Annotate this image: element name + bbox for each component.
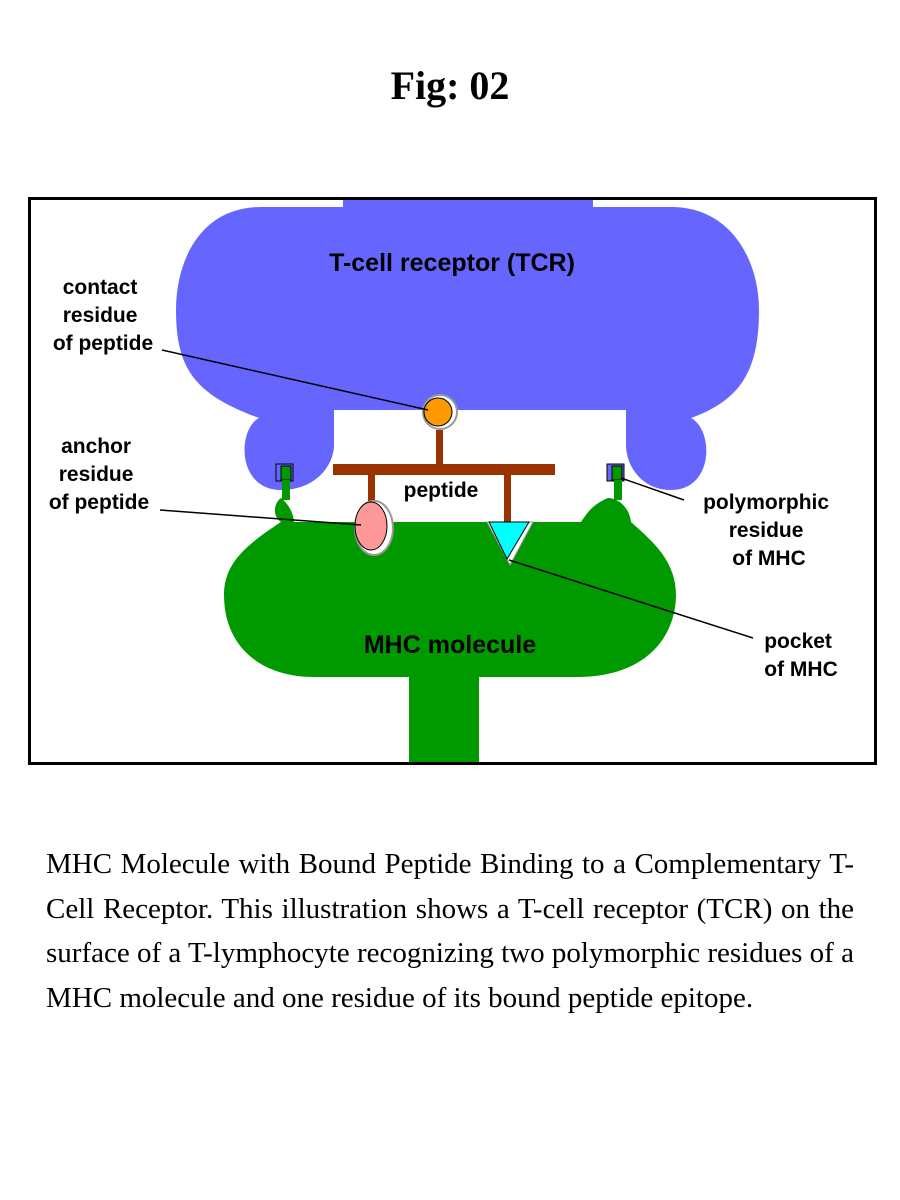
mhc-polymorphic-residue-left-stem [282, 480, 290, 500]
peptide-pocket-stem [504, 475, 511, 523]
mhc-tcr-diagram: T-cell receptor (TCR) MHC molecule pepti… [49, 200, 838, 762]
peptide-anchor-stem [368, 475, 375, 510]
leader-anchor-residue [159, 509, 362, 526]
peptide-backbone [333, 464, 555, 475]
anchor-residue-label-line: of peptide [49, 491, 149, 514]
mhc-pocket [488, 521, 530, 561]
polymorphic-residue-label-line: residue [729, 519, 804, 542]
mhc-shape [224, 498, 676, 762]
anchor-residue [354, 501, 388, 551]
diagram-frame: T-cell receptor (TCR) MHC molecule pepti… [28, 197, 877, 765]
tcr-shape [176, 200, 759, 490]
contact-residue [423, 397, 453, 427]
leader-polymorphic-residue [620, 477, 685, 501]
peptide-label: peptide [404, 479, 479, 502]
mhc-polymorphic-residue-right-stem [614, 480, 622, 500]
contact-residue-label-line: contact [63, 276, 138, 299]
pocket-label: pocket of MHC [764, 630, 838, 681]
tcr-label: T-cell receptor (TCR) [329, 249, 575, 277]
contact-residue-label-line: residue [63, 304, 138, 327]
leader-pocket [508, 559, 754, 639]
figure-caption: MHC Molecule with Bound Peptide Binding … [46, 848, 854, 1014]
contact-residue-label: contact residue of peptide [53, 276, 153, 355]
mhc-polymorphic-residue-left [280, 465, 292, 481]
mhc-label: MHC molecule [364, 631, 536, 659]
mhc-polymorphic-residue-right [611, 465, 623, 481]
anchor-residue-label-line: anchor [61, 435, 131, 458]
polymorphic-residue-label-line: polymorphic [703, 491, 829, 514]
polymorphic-residue-label: polymorphic residue of MHC [703, 491, 835, 570]
figure-title: Fig: 02 [390, 63, 510, 108]
polymorphic-residue-label-line: of MHC [732, 547, 805, 570]
leader-contact-residue [161, 349, 429, 411]
peptide-contact-stem [436, 430, 443, 464]
pocket-label-line: pocket [764, 630, 832, 653]
anchor-residue-label: anchor residue of peptide [49, 435, 149, 514]
contact-residue-label-line: of peptide [53, 332, 153, 355]
pocket-label-line: of MHC [764, 658, 837, 681]
anchor-residue-label-line: residue [59, 463, 134, 486]
